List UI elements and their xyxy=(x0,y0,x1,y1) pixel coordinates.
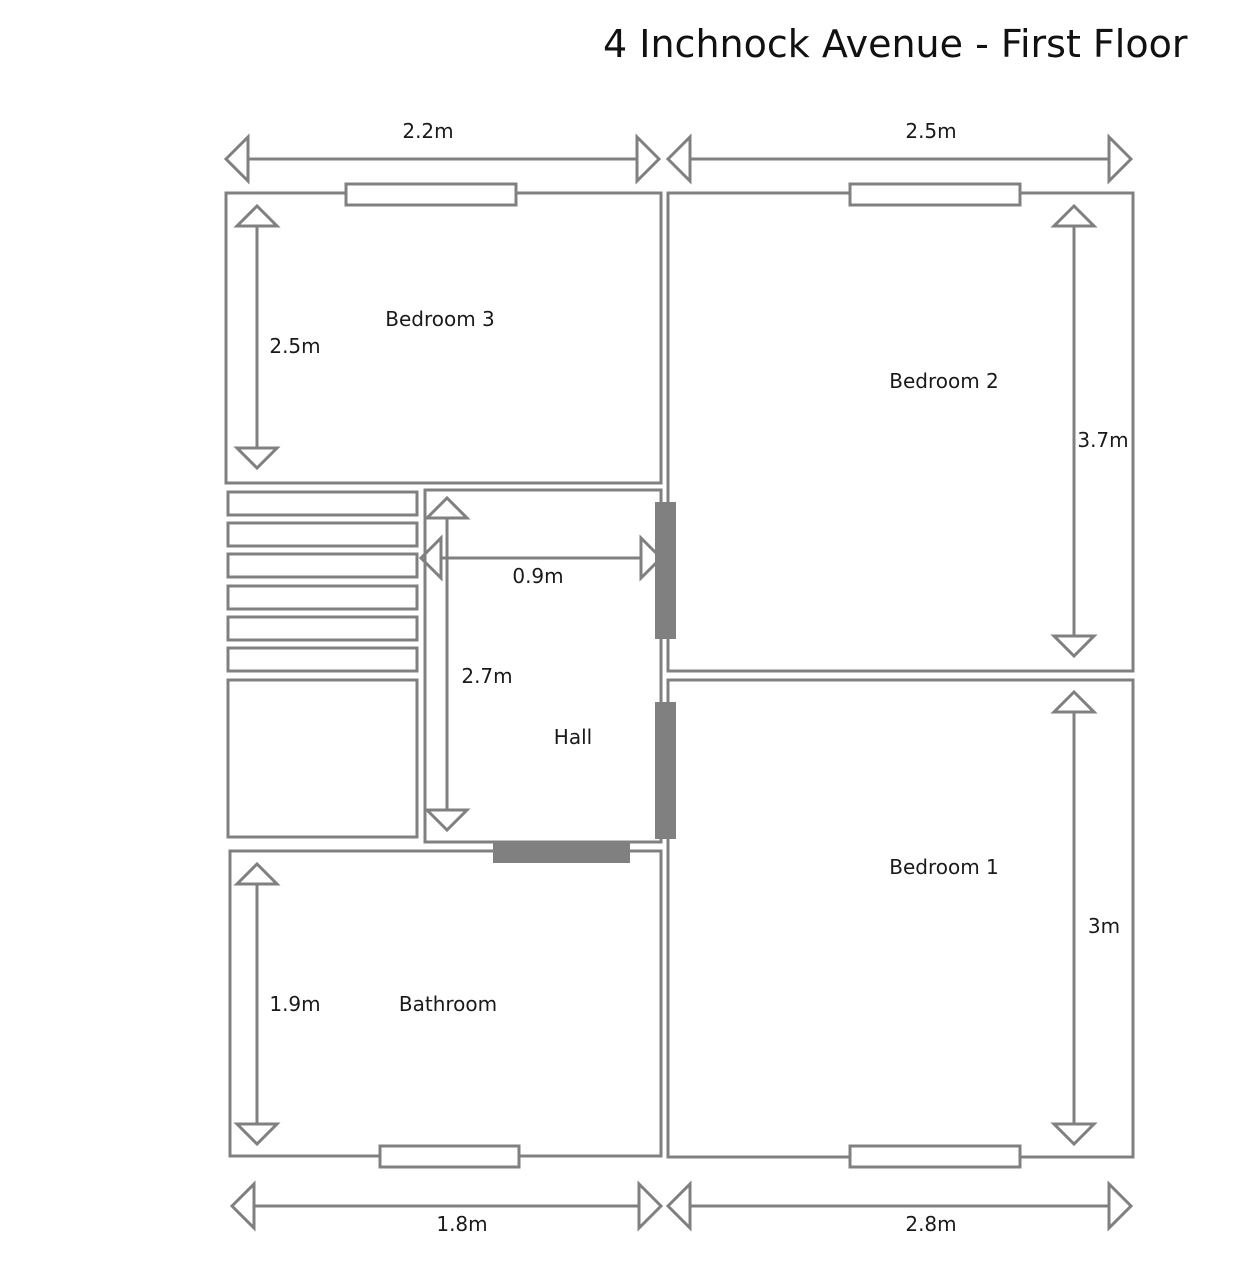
dimension-hall-width xyxy=(418,534,664,582)
dimension-bottom-left xyxy=(229,1180,664,1232)
bedroom1-door xyxy=(655,702,676,839)
bathroom-door xyxy=(493,842,630,863)
dimension-bottom-right xyxy=(665,1180,1134,1232)
label-hall: Hall xyxy=(554,725,592,749)
dimension-bedroom1-height xyxy=(1050,689,1098,1147)
bathroom-window xyxy=(378,1144,521,1169)
dim-label-hall-width: 0.9m xyxy=(512,564,563,588)
dim-label-bedroom3-height: 2.5m xyxy=(269,334,320,358)
bedroom2-window xyxy=(848,182,1022,207)
bedroom1-window xyxy=(848,1144,1022,1169)
stair-step xyxy=(226,584,419,611)
label-bathroom: Bathroom xyxy=(399,992,497,1016)
dim-label-hall-height: 2.7m xyxy=(461,664,512,688)
bedroom2-door xyxy=(655,502,676,639)
stair-step xyxy=(226,615,419,642)
bedroom2-room xyxy=(666,191,1135,673)
dimension-hall-height xyxy=(423,495,471,833)
dimension-top-left xyxy=(223,133,662,185)
dimension-top-right xyxy=(665,133,1134,185)
stair-step xyxy=(226,646,419,673)
staircase xyxy=(226,490,419,839)
label-bedroom3: Bedroom 3 xyxy=(385,307,495,331)
stair-landing xyxy=(226,678,419,839)
dim-label-top-left: 2.2m xyxy=(402,119,453,143)
dimension-bathroom-height xyxy=(233,861,281,1147)
dim-label-bathroom-height: 1.9m xyxy=(269,992,320,1016)
dimension-bedroom3-height xyxy=(233,203,281,471)
stair-step xyxy=(226,552,419,579)
label-bedroom1: Bedroom 1 xyxy=(889,855,999,879)
label-bedroom2: Bedroom 2 xyxy=(889,369,999,393)
bedroom3-window xyxy=(344,182,518,207)
stair-step xyxy=(226,521,419,548)
dim-label-bedroom2-height: 3.7m xyxy=(1077,428,1128,452)
stair-step xyxy=(226,490,419,517)
dim-label-bottom-right: 2.8m xyxy=(905,1212,956,1236)
dim-label-bottom-left: 1.8m xyxy=(436,1212,487,1236)
bedroom1-room xyxy=(666,678,1135,1159)
dimension-bedroom2-height xyxy=(1050,203,1098,659)
plan-title: 4 Inchnock Avenue - First Floor xyxy=(603,22,1188,66)
dim-label-top-right: 2.5m xyxy=(905,119,956,143)
dim-label-bedroom1-height: 3m xyxy=(1088,914,1120,938)
